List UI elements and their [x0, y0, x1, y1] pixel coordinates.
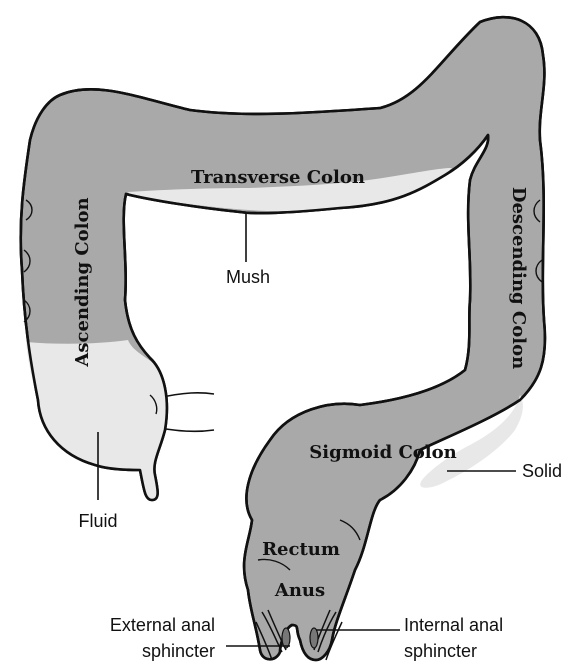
descending-colon-label: Descending Colon	[508, 187, 529, 369]
ascending-colon-label: Ascending Colon	[72, 197, 93, 367]
sigmoid-colon-label: Sigmoid Colon	[309, 442, 456, 463]
anus-label: Anus	[274, 580, 325, 601]
rectum-label: Rectum	[262, 539, 340, 560]
fluid-label: Fluid	[78, 511, 117, 531]
solid-label: Solid	[522, 461, 562, 481]
external-sphincter-label-line1: External anal	[110, 615, 215, 635]
internal-sphincter-label-line2: sphincter	[404, 641, 477, 661]
internal-sphincter-label-line1: Internal anal	[404, 615, 503, 635]
fluid-content	[26, 340, 167, 500]
transverse-colon-label: Transverse Colon	[191, 167, 365, 188]
mush-label: Mush	[226, 267, 270, 287]
external-sphincter-label-line2: sphincter	[142, 641, 215, 661]
